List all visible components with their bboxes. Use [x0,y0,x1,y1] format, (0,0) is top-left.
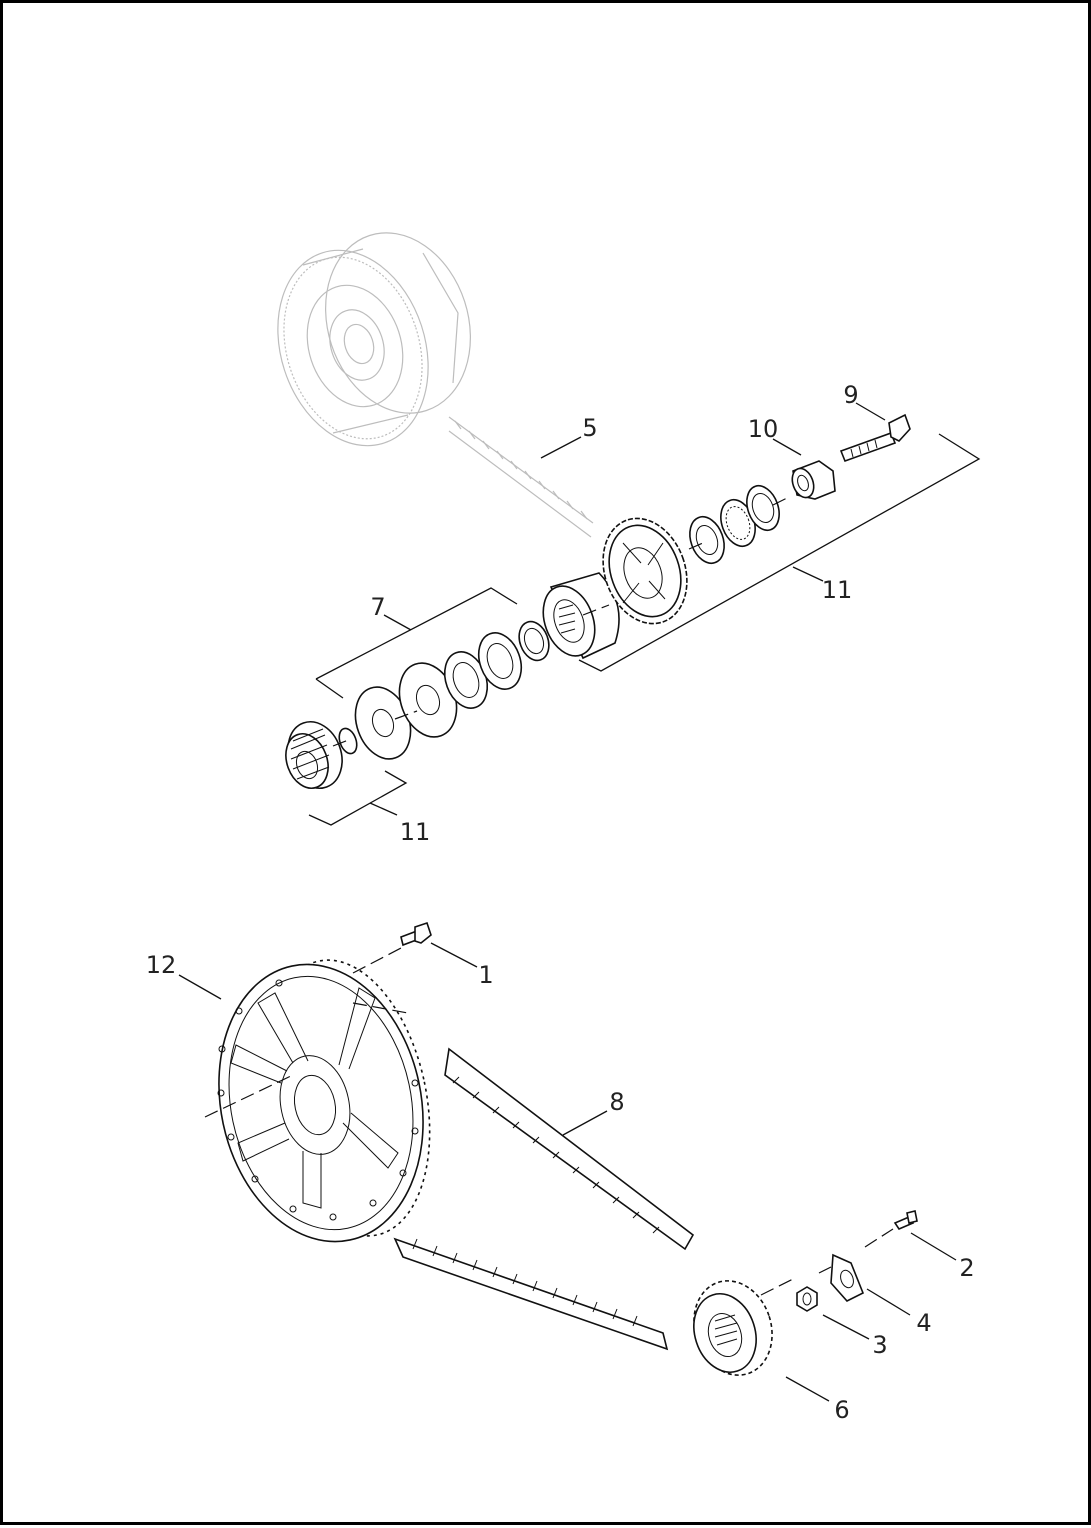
bracket-11-lower [308,770,408,826]
lock-plate [830,1253,865,1302]
callout-2: 2 [959,1254,974,1282]
drive-belt [393,1047,695,1351]
callout-9: 9 [843,381,858,409]
sliding-nut [791,460,836,500]
bracket-11-upper [578,433,981,672]
rear-belt-pulley [217,959,431,1243]
callout-5: 5 [582,414,597,442]
callout-11-upper: 11 [822,576,853,604]
callout-8: 8 [609,1088,624,1116]
clutch-plate-2 [477,632,523,690]
callout-10: 10 [748,415,779,443]
callout-11-lower: 11 [400,818,431,846]
callout-6: 6 [834,1396,849,1424]
compensator-sprocket [602,517,688,625]
retaining-ring [338,727,358,755]
pulley-bolt [400,921,432,947]
callout-3: 3 [872,1331,887,1359]
clutch-shell-ghost [277,232,471,447]
primary-chain-ghost [448,416,594,538]
bracket-7 [315,587,518,699]
pulley-nut [796,1286,818,1312]
exploded-parts-diagram: 5 9 10 11 7 11 12 1 8 2 4 3 6 [146,232,981,1424]
compensator-cam [542,572,620,660]
callout-4: 4 [916,1309,931,1337]
transmission-pulley [693,1280,773,1376]
callout-7: 7 [370,593,385,621]
clutch-plate-1 [443,651,489,709]
lock-plate-screw [893,1210,918,1230]
callout-1: 1 [478,961,493,989]
spacer-ring [518,620,550,662]
flange-bolt [839,413,911,463]
friction-disc-1 [354,686,412,760]
thrust-washer [689,515,725,565]
splined-hub [285,721,343,789]
callout-12: 12 [146,951,177,979]
